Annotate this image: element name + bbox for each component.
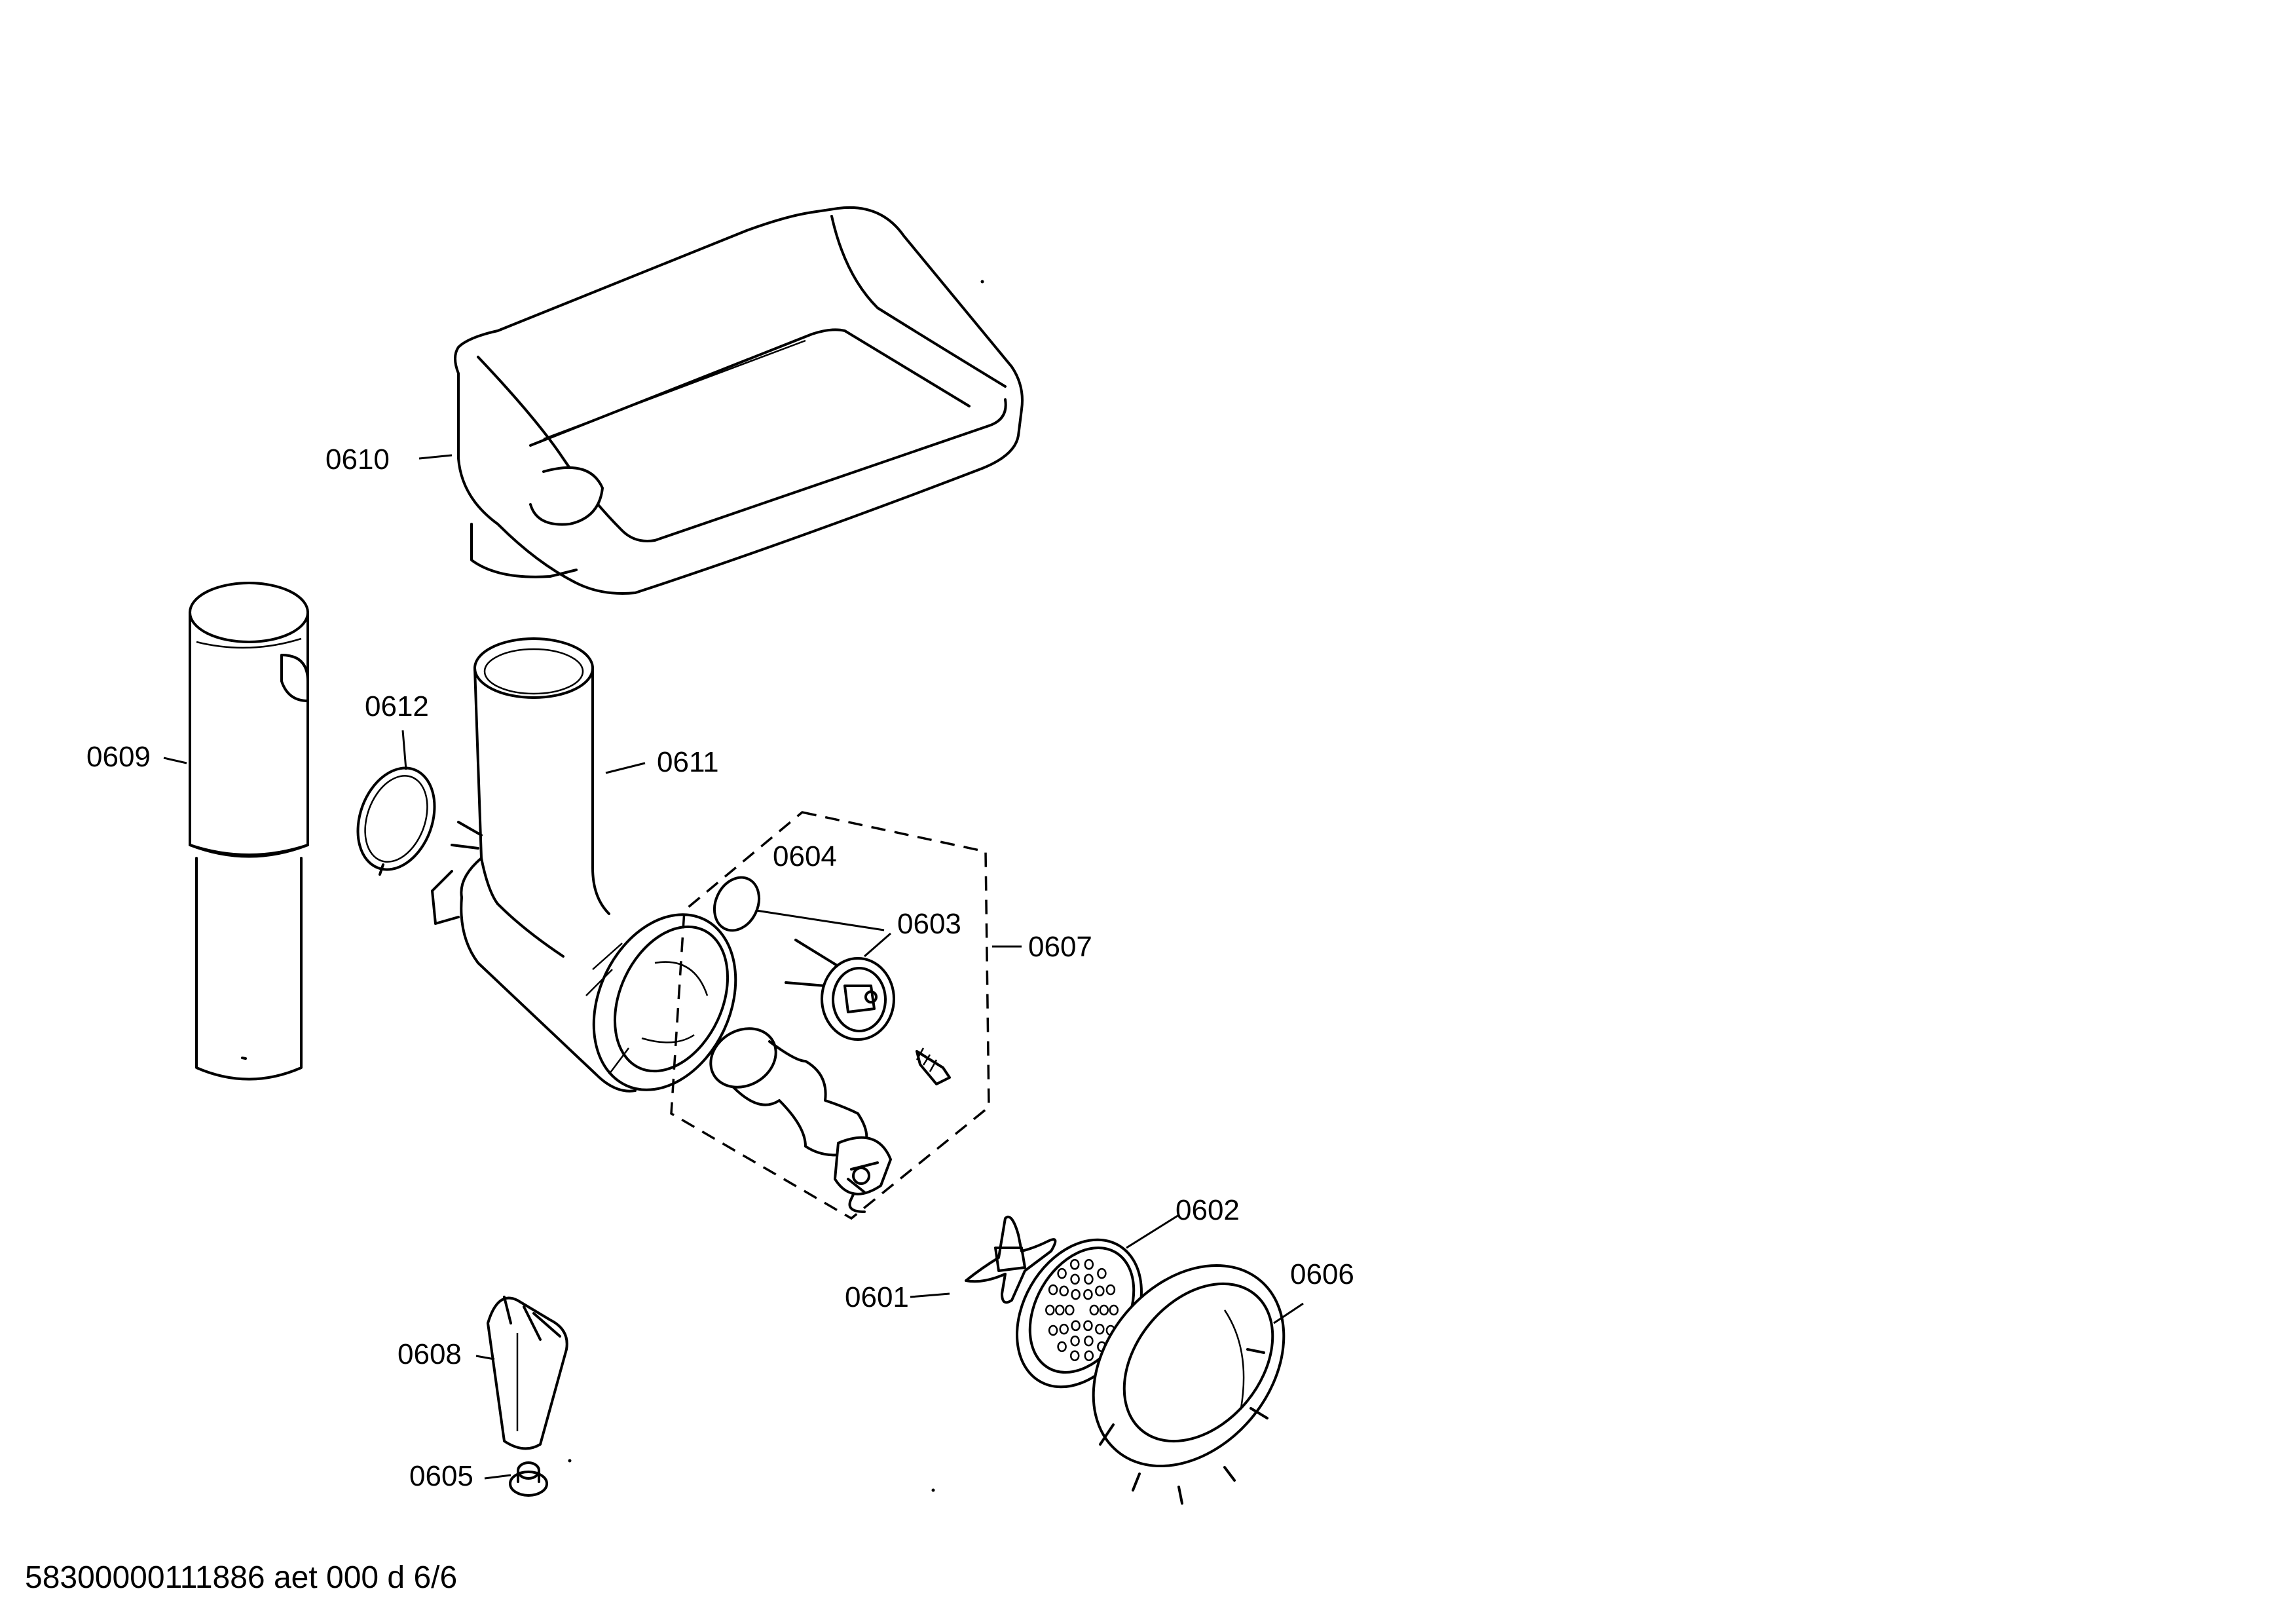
disc-hole xyxy=(1084,1335,1094,1347)
disc-hole xyxy=(1071,1288,1081,1300)
part-screw xyxy=(916,1047,951,1085)
disc-hole xyxy=(1045,1304,1055,1316)
label-0602: 0602 xyxy=(1176,1194,1240,1226)
disc-hole xyxy=(1069,1350,1080,1361)
disc-hole xyxy=(1048,1324,1058,1336)
disc-hole xyxy=(1084,1259,1094,1270)
disc-hole xyxy=(1099,1304,1109,1316)
part-feed-screw xyxy=(709,1027,892,1213)
disc-hole xyxy=(1070,1273,1080,1285)
label-0606: 0606 xyxy=(1290,1258,1354,1290)
label-0605: 0605 xyxy=(409,1460,473,1492)
label-0610: 0610 xyxy=(325,443,390,476)
part-feed-tray xyxy=(454,206,1024,595)
disc-hole xyxy=(1059,1323,1069,1335)
disc-hole xyxy=(1095,1285,1105,1297)
disc-hole xyxy=(1097,1267,1107,1279)
disc-hole xyxy=(1083,1320,1093,1332)
disc-hole xyxy=(1071,1320,1081,1332)
disc-hole xyxy=(1105,1284,1116,1296)
leader-lines xyxy=(163,454,1304,1480)
part-cap xyxy=(509,1461,548,1497)
part-small-ring xyxy=(713,876,761,932)
disc-hole xyxy=(1109,1304,1119,1316)
disc-hole xyxy=(1089,1304,1100,1316)
part-bearing xyxy=(785,939,895,1041)
part-labels: 0610 0609 0612 0611 0604 0603 0607 0602 … xyxy=(86,443,1354,1492)
label-0603: 0603 xyxy=(897,908,961,940)
label-0612: 0612 xyxy=(365,690,429,723)
label-0608: 0608 xyxy=(398,1338,462,1370)
disc-hole xyxy=(1057,1267,1067,1279)
disc-hole xyxy=(1084,1350,1094,1361)
disc-hole xyxy=(1065,1304,1075,1316)
label-0607: 0607 xyxy=(1028,931,1092,963)
part-pusher xyxy=(189,582,309,1081)
disc-hole xyxy=(1048,1284,1058,1296)
part-ring-nut xyxy=(1092,1264,1286,1505)
label-0604: 0604 xyxy=(773,840,837,873)
part-housing xyxy=(431,637,737,1093)
disc-hole xyxy=(1055,1304,1065,1316)
assembly-group-outline xyxy=(670,811,990,1220)
disc-hole xyxy=(1059,1285,1069,1297)
drawing-reference-footer: 58300000111886 aet 000 d 6/6 xyxy=(25,1560,457,1595)
disc-hole xyxy=(1084,1273,1094,1285)
disc-hole xyxy=(1069,1259,1080,1270)
disc-hole xyxy=(1057,1341,1067,1353)
part-sausage-nozzle xyxy=(487,1296,568,1450)
disc-holes xyxy=(1045,1259,1119,1361)
disc-hole xyxy=(1095,1323,1105,1335)
label-0609: 0609 xyxy=(86,741,151,773)
disc-hole xyxy=(1083,1288,1093,1300)
label-0611: 0611 xyxy=(657,746,719,778)
disc-hole xyxy=(1070,1335,1080,1347)
label-0601: 0601 xyxy=(845,1281,909,1313)
part-cutting-blade xyxy=(965,1215,1057,1304)
part-seal-ring xyxy=(356,766,436,876)
